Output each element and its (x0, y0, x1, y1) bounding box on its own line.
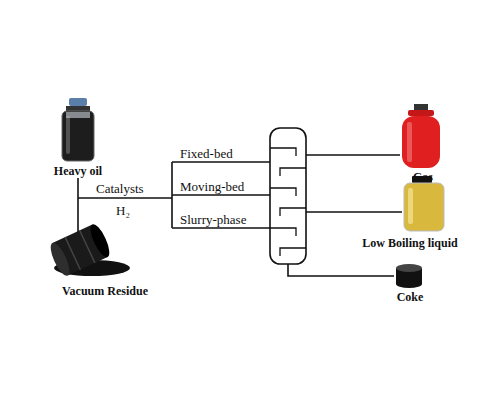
feed-connector (78, 178, 79, 232)
node-caption: Coke (380, 290, 440, 304)
node-caption: Vacuum Residue (40, 284, 170, 298)
product-coke: Coke (380, 262, 440, 304)
node-caption: Gas (398, 170, 448, 184)
node-caption: Heavy oil (40, 164, 116, 178)
reactor-label: Fixed-bed (180, 146, 233, 161)
feed-bottle: Heavy oil (40, 94, 116, 178)
reactor-label: Moving-bed (180, 179, 244, 194)
reagent-label: Catalysts (96, 181, 144, 196)
reactor-label: Slurry-phase (180, 212, 246, 227)
product-gas: Gas (398, 102, 448, 184)
node-caption: Low Boiling liquid (330, 236, 490, 250)
product-liquid: Low Boiling liquid (330, 174, 490, 250)
feed-barrel: Vacuum Residue (40, 232, 170, 298)
reagent-label: H₂ (116, 203, 130, 218)
